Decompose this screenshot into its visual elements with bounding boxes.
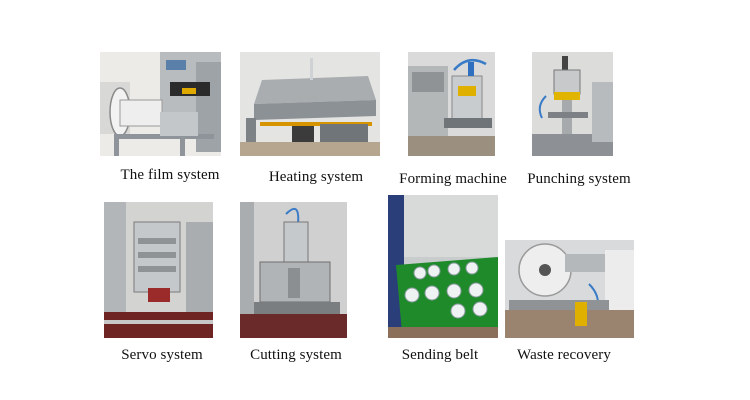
- forming-machine-photo: [408, 52, 495, 156]
- waste-recovery-caption: Waste recovery: [517, 347, 611, 363]
- sending-belt-photo: [388, 195, 498, 338]
- cutting-system-photo: [240, 202, 347, 338]
- film-system-photo: [100, 52, 221, 156]
- punching-system-photo: [532, 52, 613, 156]
- waste-recovery-photo: [505, 240, 634, 338]
- servo-system-photo: [104, 202, 213, 338]
- heating-system-photo: [240, 52, 380, 156]
- forming-machine-caption: Forming machine: [399, 171, 507, 187]
- heating-system-caption: Heating system: [268, 169, 364, 185]
- sending-belt-caption: Sending belt: [401, 347, 479, 363]
- film-system-caption: The film system: [120, 167, 220, 183]
- cutting-system-caption: Cutting system: [250, 347, 342, 363]
- punching-system-caption: Punching system: [527, 171, 631, 187]
- servo-system-caption: Servo system: [121, 347, 203, 363]
